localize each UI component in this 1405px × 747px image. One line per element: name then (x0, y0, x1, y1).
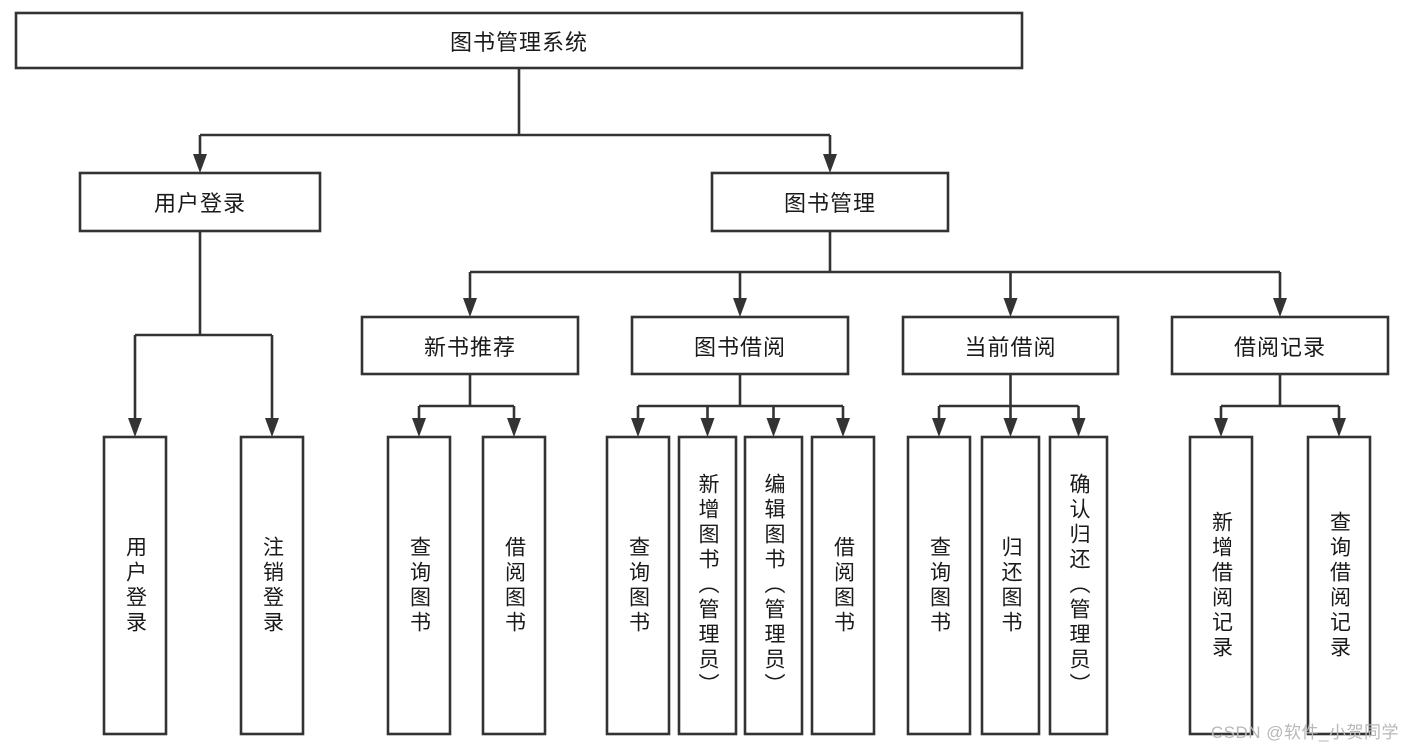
arrow-head-icon-book-manage (823, 154, 837, 173)
node-box-leaf-logout[interactable] (239, 435, 305, 736)
arrow-head-icon-book-borrow (733, 298, 747, 317)
node-box-leaf-edit-book[interactable] (743, 435, 804, 736)
node-box-book-manage[interactable] (710, 171, 950, 233)
arrow-head-icon-leaf-add-book (700, 418, 715, 437)
node-box-leaf-add-record[interactable] (1188, 435, 1254, 736)
node-box-leaf-query-book-2[interactable] (605, 435, 671, 736)
arrow-head-icon-leaf-borrow-book-1 (507, 418, 521, 437)
boxes-layer (14, 11, 1390, 736)
arrow-head-icon-leaf-add-record (1214, 418, 1228, 437)
arrow-head-icon-leaf-confirm-return (1071, 418, 1086, 437)
arrow-head-icon-borrow-record (1273, 298, 1287, 317)
node-box-leaf-user-login[interactable] (102, 435, 168, 736)
arrow-head-icon-leaf-query-book-2 (631, 418, 645, 437)
node-box-current-borrow[interactable] (901, 315, 1120, 376)
node-box-new-book-rec[interactable] (360, 315, 580, 376)
node-box-borrow-record[interactable] (1170, 315, 1390, 376)
node-box-leaf-borrow-book-1[interactable] (481, 435, 547, 736)
arrow-head-icon-leaf-borrow-book-2 (836, 418, 850, 437)
arrow-head-icon-leaf-return-book (1003, 418, 1018, 437)
arrow-head-icon-leaf-query-record (1332, 418, 1346, 437)
node-box-leaf-add-book[interactable] (677, 435, 738, 736)
node-box-book-borrow[interactable] (630, 315, 850, 376)
edges-layer (128, 68, 1346, 437)
arrow-head-icon-user-login (193, 154, 207, 173)
arrow-head-icon-new-book-rec (463, 298, 477, 317)
arrow-head-icon-current-borrow (1003, 298, 1018, 317)
node-box-user-login[interactable] (78, 171, 322, 233)
arrow-head-icon-leaf-query-book-3 (932, 418, 946, 437)
node-box-leaf-borrow-book-2[interactable] (810, 435, 876, 736)
watermark-text: CSDN @软件_小贺同学 (1210, 723, 1399, 742)
node-box-root[interactable] (14, 11, 1024, 70)
arrow-head-icon-leaf-user-login (128, 418, 142, 437)
node-box-leaf-query-book-1[interactable] (386, 435, 452, 736)
node-box-leaf-query-book-3[interactable] (906, 435, 972, 736)
node-box-leaf-confirm-return[interactable] (1048, 435, 1109, 736)
node-box-leaf-return-book[interactable] (980, 435, 1041, 736)
node-box-leaf-query-record[interactable] (1306, 435, 1372, 736)
arrow-head-icon-leaf-edit-book (766, 418, 781, 437)
arrow-head-icon-leaf-query-book-1 (412, 418, 426, 437)
arrow-head-icon-leaf-logout (265, 418, 279, 437)
